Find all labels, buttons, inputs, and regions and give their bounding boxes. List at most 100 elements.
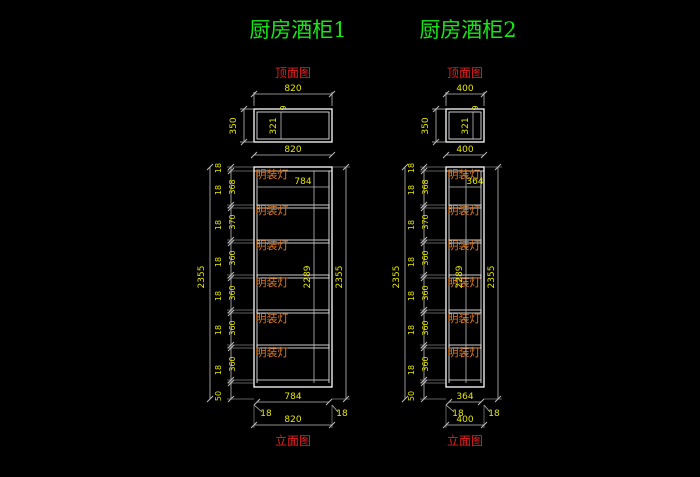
top-width-tick-left (250, 90, 258, 98)
left-chain-tick-6 (227, 271, 235, 279)
side-right-leader (331, 404, 339, 413)
shelf-4 (448, 309, 482, 314)
lamp-label-5: 明装灯 (448, 312, 481, 325)
outer-width-bottom-tick-left (250, 421, 258, 429)
total-height-left-tick-bottom (206, 395, 214, 403)
elevation-outline (253, 166, 333, 388)
left-chain-tick-7 (227, 274, 235, 282)
left-chain-tick-0 (420, 163, 428, 171)
left-chain-tick-6 (420, 271, 428, 279)
top-width-tick-right (328, 90, 336, 98)
total-height-left-tick-bottom (401, 395, 409, 403)
top-width-text: 400 (456, 84, 473, 94)
lamp-label-4: 明装灯 (448, 276, 481, 289)
outer-depth-tick-bottom (240, 138, 248, 146)
side-left-leader (253, 404, 263, 413)
compartment-height-text-3: 360 (228, 250, 237, 265)
left-chain-tick-1 (227, 167, 235, 175)
lamp-label-3: 明装灯 (256, 239, 289, 252)
outer-width-bottom-tick-right (328, 421, 336, 429)
shelf-3 (448, 274, 482, 279)
shelf-4 (256, 309, 330, 314)
shelf-1 (256, 204, 330, 209)
outer-depth-text: 350 (421, 117, 431, 134)
top-width-below-tick-right (480, 151, 488, 159)
cabinet-1-drawing: 厨房酒柜1顶面图8209321350820明装灯明装灯明装灯明装灯明装灯明装灯7… (197, 18, 350, 448)
shelf-5 (448, 344, 482, 349)
cabinet-title: 厨房酒柜2 (419, 18, 516, 42)
total-height-right-text: 2355 (335, 266, 345, 289)
left-chain-tick-10 (420, 341, 428, 349)
plinth-height-text: 50 (407, 391, 416, 401)
top-view-label: 顶面图 (447, 66, 483, 80)
side-left-leader (445, 404, 455, 413)
compartment-height-text-6: 360 (228, 356, 237, 371)
total-height-left-tick-top (401, 163, 409, 171)
top-view-outline (445, 108, 485, 143)
top-view-label: 顶面图 (275, 66, 311, 80)
left-chain-tick-2 (227, 201, 235, 209)
back-thickness-text: 9 (279, 105, 288, 110)
top-view-inner (448, 111, 482, 140)
shelf-2 (256, 239, 330, 244)
total-height-left-text: 2355 (392, 266, 402, 289)
left-chain-tick-3 (227, 204, 235, 212)
shelf-1 (448, 204, 482, 209)
left-chain-tick-5 (420, 239, 428, 247)
top-width-below-tick-left (442, 151, 450, 159)
top-width-tick-left (442, 90, 450, 98)
top-width-text: 820 (284, 84, 301, 94)
inner-width-bottom-tick-right (477, 398, 485, 406)
compartment-height-text-5: 360 (421, 320, 430, 335)
compartment-height-text-6: 360 (421, 356, 430, 371)
shelf-5 (256, 344, 330, 349)
shelf-thickness-text-3: 18 (407, 220, 416, 230)
lamp-label-6: 明装灯 (448, 346, 481, 359)
compartment-height-text-4: 360 (421, 285, 430, 300)
shelf-thickness-text-3: 18 (214, 220, 223, 230)
shelf-2 (448, 239, 482, 244)
lamp-label-3: 明装灯 (448, 239, 481, 252)
inner-width-bottom-tick-right (325, 398, 333, 406)
shelf-thickness-text-5: 18 (214, 291, 223, 301)
total-height-right-tick-top (342, 163, 350, 171)
total-height-right-tick-top (494, 163, 502, 171)
left-chain-tick-8 (420, 306, 428, 314)
inner-height-text: 2289 (455, 265, 465, 288)
compartment-height-text-1: 368 (421, 179, 430, 194)
cabinet-2-drawing: 厨房酒柜2顶面图4009321350400明装灯明装灯明装灯明装灯明装灯明装灯3… (392, 18, 517, 448)
left-chain-tick-14 (227, 395, 235, 403)
shelf-thickness-text-1: 18 (407, 163, 416, 173)
total-height-left-tick-top (206, 163, 214, 171)
plinth-height-text: 50 (214, 391, 223, 401)
side-left-thickness-text: 18 (260, 409, 272, 419)
side-right-thickness-text: 18 (336, 409, 348, 419)
left-chain-tick-9 (227, 309, 235, 317)
left-chain-tick-7 (420, 274, 428, 282)
top-view-outline (253, 108, 333, 143)
shelf-thickness-text-6: 18 (407, 325, 416, 335)
left-chain-tick-9 (420, 309, 428, 317)
left-chain-tick-11 (420, 344, 428, 352)
total-height-right-text: 2355 (487, 266, 497, 289)
left-chain-tick-3 (420, 204, 428, 212)
shelf-thickness-text-6: 18 (214, 325, 223, 335)
left-chain-tick-1 (420, 167, 428, 175)
back-thickness-text: 9 (471, 105, 480, 110)
lamp-label-1: 明装灯 (256, 168, 289, 181)
inner-width-top-text: 784 (294, 177, 311, 187)
elevation-view-label: 立面图 (447, 433, 483, 448)
shelf-thickness-text-7: 18 (214, 365, 223, 375)
shelf-3 (256, 274, 330, 279)
elevation-outline (445, 166, 485, 388)
left-chain-tick-2 (420, 201, 428, 209)
lamp-label-4: 明装灯 (256, 276, 289, 289)
outer-width-bottom-text: 820 (284, 415, 301, 425)
side-right-leader (483, 404, 491, 413)
top-width-below-tick-left (250, 151, 258, 159)
side-left-thickness-text: 18 (452, 409, 464, 419)
top-width-below-text: 400 (456, 145, 473, 155)
outer-depth-tick-top (240, 105, 248, 113)
